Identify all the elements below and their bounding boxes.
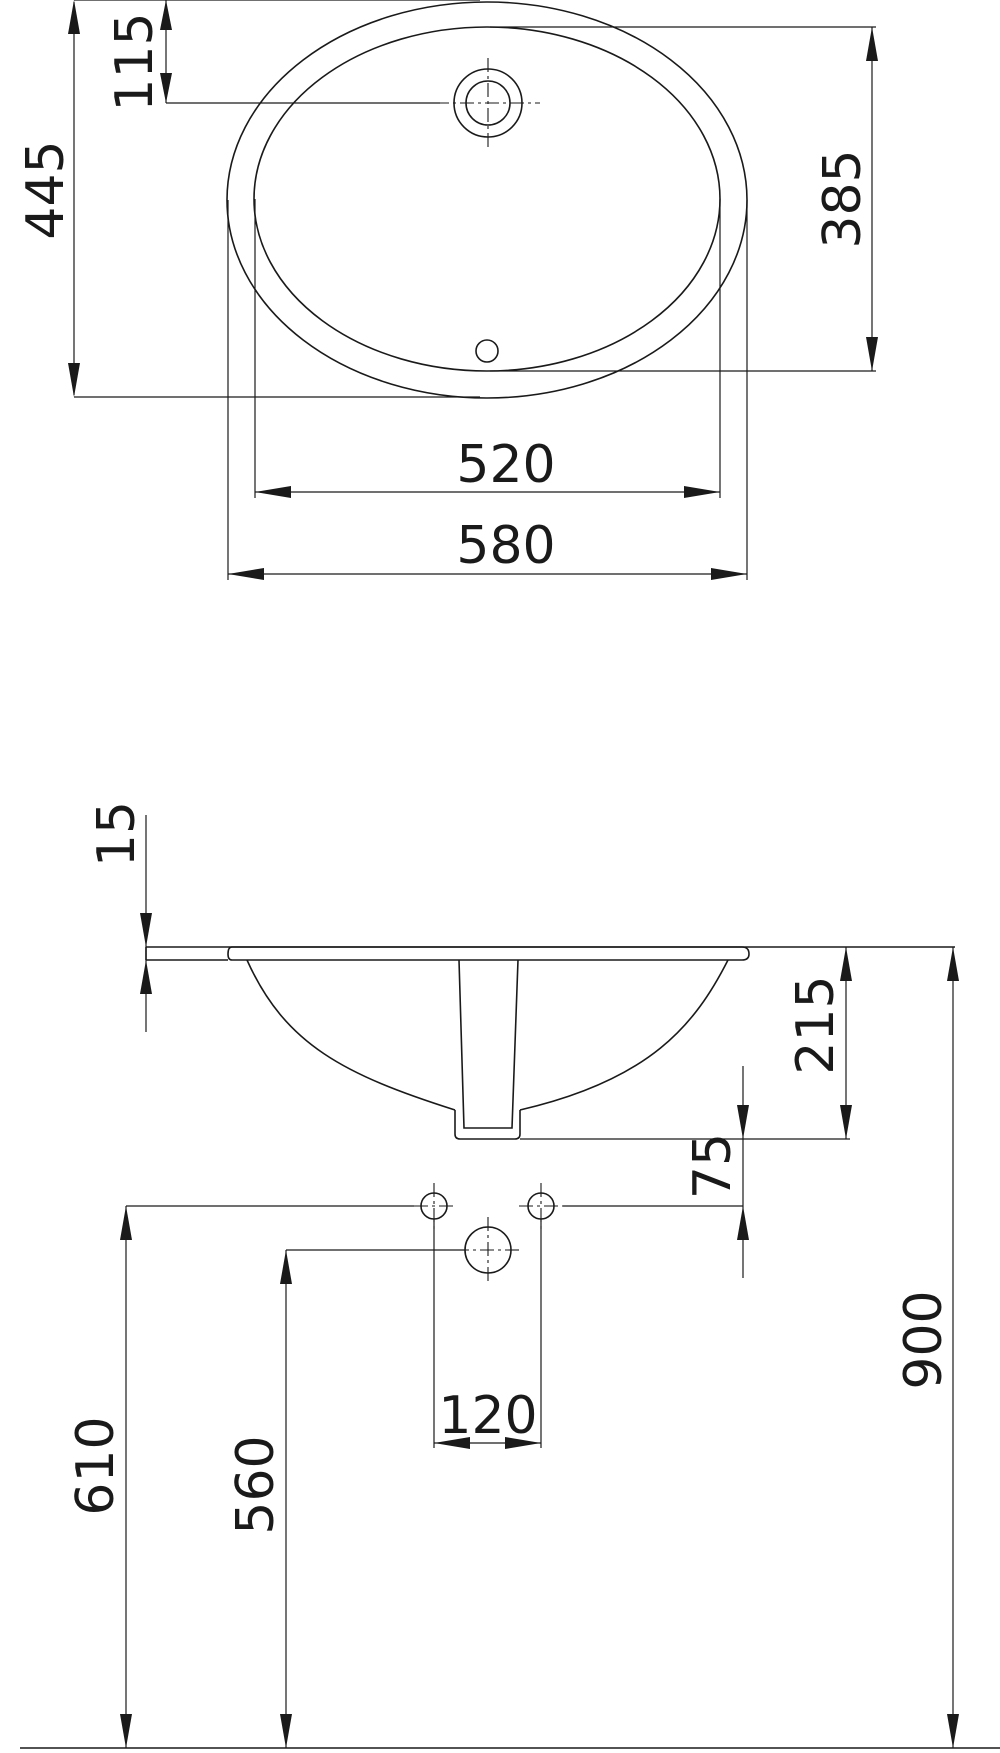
- dim-height-900: 900: [894, 947, 959, 1748]
- overflow-hole: [475, 339, 499, 363]
- overflow-channel: [458, 959, 519, 1129]
- dim-rim-thickness: 15: [87, 801, 152, 1032]
- dim-label-215: 215: [786, 975, 846, 1074]
- dim-label-15: 15: [87, 801, 147, 867]
- side-view: 15 215 75: [20, 801, 1000, 1749]
- dim-depth-inner: 385: [490, 26, 878, 372]
- basin-bowl-profile-right: [519, 959, 729, 1111]
- dim-label-385: 385: [813, 149, 873, 248]
- dim-label-115: 115: [105, 12, 165, 111]
- supply-hole-left: [414, 1183, 456, 1229]
- dim-width-inner: 520: [254, 199, 721, 498]
- dim-width-overall: 580: [227, 200, 748, 580]
- tap-hole: [435, 58, 540, 148]
- dim-label-900: 900: [894, 1290, 954, 1389]
- dim-label-445: 445: [16, 140, 76, 239]
- dim-height-610: 610: [66, 1206, 132, 1748]
- basin-inner-bowl: [253, 26, 721, 372]
- basin-rim-flange: [227, 946, 750, 961]
- dim-drain-gap: 75: [683, 1066, 749, 1278]
- dim-label-610: 610: [66, 1416, 126, 1515]
- dim-height-560: 560: [226, 1250, 292, 1748]
- basin-outer-rim: [226, 1, 748, 399]
- dim-label-520: 520: [456, 435, 555, 495]
- dim-label-560: 560: [226, 1435, 286, 1534]
- top-view: 445 115 385 520: [16, 0, 878, 580]
- dim-hole-spacing: 120: [433, 1219, 542, 1449]
- dim-label-75: 75: [683, 1133, 743, 1199]
- dim-tap-offset: 115: [105, 0, 440, 112]
- dim-bowl-depth: 215: [520, 947, 852, 1140]
- dim-label-580: 580: [456, 516, 555, 576]
- dim-label-120: 120: [438, 1386, 537, 1446]
- drain-outlet: [454, 1110, 521, 1140]
- dim-depth-overall: 445: [16, 0, 480, 398]
- countertop: [145, 946, 955, 961]
- basin-bowl-profile: [246, 959, 456, 1111]
